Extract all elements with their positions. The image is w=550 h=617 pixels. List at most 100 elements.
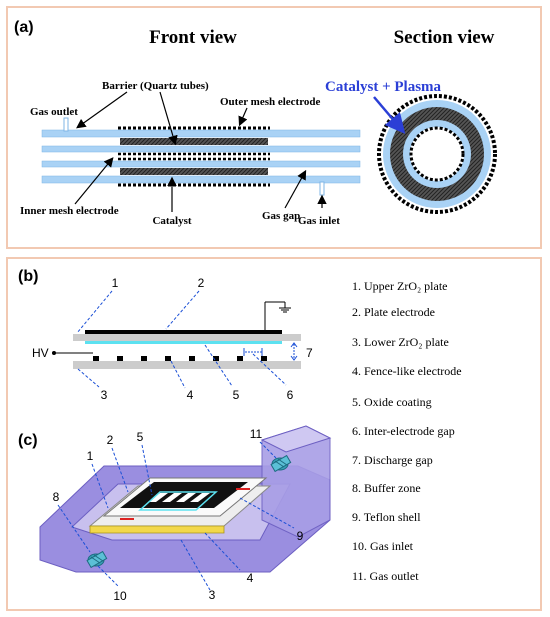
catalyst-band-top bbox=[120, 138, 268, 145]
plate-electrode bbox=[85, 330, 282, 334]
outer-tube-bottom-wall bbox=[41, 175, 361, 184]
oxide-coating bbox=[85, 341, 282, 344]
outer-tube-top-wall bbox=[41, 129, 361, 138]
leader-c-1 bbox=[91, 463, 109, 509]
fence-electrode-3d bbox=[176, 493, 196, 502]
lower-plate-edge bbox=[89, 525, 225, 534]
fence-electrode-3d bbox=[148, 493, 168, 502]
fence-electrode-3d bbox=[162, 493, 182, 502]
fence-electrode-3d bbox=[190, 493, 210, 502]
inner-mesh-arrow bbox=[74, 157, 114, 205]
gas-gap-arrow bbox=[284, 169, 307, 209]
callout-b-1: 1 bbox=[112, 276, 119, 290]
callout-b-4: 4 bbox=[187, 388, 194, 402]
inner-tube-top-wall bbox=[41, 145, 361, 153]
callout-c-5: 5 bbox=[137, 430, 144, 444]
gas-outlet-nozzle bbox=[63, 117, 69, 132]
legend-item-9: 9. Teflon shell bbox=[352, 510, 421, 524]
fence-electrode bbox=[261, 356, 267, 361]
callout-c-10: 10 bbox=[113, 589, 127, 603]
callout-b-2: 2 bbox=[198, 276, 205, 290]
outer-mesh-arrow bbox=[238, 107, 248, 127]
inner-mesh-label: Inner mesh electrode bbox=[20, 205, 119, 217]
section-view-title: Section view bbox=[394, 27, 495, 48]
callout-b-5: 5 bbox=[233, 388, 240, 402]
upper-zro2-plate bbox=[73, 334, 301, 341]
callout-c-2: 2 bbox=[107, 433, 114, 447]
gas-inlet-nozzle bbox=[319, 181, 325, 196]
callout-c-11: 11 bbox=[250, 427, 263, 441]
discharge-gap-arrow-down bbox=[290, 355, 298, 361]
oxide-coating-3d bbox=[138, 491, 218, 511]
teflon-shell-block-top bbox=[260, 425, 332, 453]
legend: 1. Upper ZrO₂ plate 2. Plate electrode 3… bbox=[352, 279, 462, 583]
front-view-tubes bbox=[41, 117, 361, 196]
front-view-title: Front view bbox=[149, 27, 237, 48]
gas-inlet-fitting bbox=[86, 550, 108, 569]
fence-electrode bbox=[141, 356, 147, 361]
leader-c-8 bbox=[57, 504, 91, 553]
leader-c-5 bbox=[141, 444, 153, 496]
leader-c-9 bbox=[239, 497, 295, 529]
panel-c-label: (c) bbox=[18, 432, 38, 449]
callout-c-3: 3 bbox=[209, 588, 216, 602]
legend-item-4: 4. Fence-like electrode bbox=[352, 364, 462, 378]
leader-c-4 bbox=[204, 532, 241, 571]
catalyst-label: Catalyst bbox=[152, 215, 191, 227]
legend-item-6: 6. Inter-electrode gap bbox=[352, 424, 455, 438]
callout-c-9: 9 bbox=[297, 529, 304, 543]
legend-item-8: 8. Buffer zone bbox=[352, 481, 421, 495]
fence-electrode bbox=[237, 356, 243, 361]
section-view bbox=[377, 94, 497, 214]
legend-item-1: 1. Upper ZrO₂ plate bbox=[352, 279, 447, 293]
panel-a-label: (a) bbox=[14, 19, 34, 36]
callout-b-3: 3 bbox=[101, 388, 108, 402]
legend-item-3: 3. Lower ZrO₂ plate bbox=[352, 335, 449, 349]
fence-electrode bbox=[213, 356, 219, 361]
callout-c-1: 1 bbox=[87, 449, 94, 463]
legend-item-5: 5. Oxide coating bbox=[352, 395, 432, 409]
gas-inlet-label: Gas inlet bbox=[298, 215, 340, 227]
fence-electrode bbox=[117, 356, 123, 361]
leader-b-6 bbox=[252, 353, 287, 386]
callout-c-5-4: 4 bbox=[247, 571, 254, 585]
hv-label: HV bbox=[32, 346, 49, 360]
barrier-arrow-1 bbox=[76, 91, 128, 129]
lower-zro2-plate bbox=[73, 361, 301, 369]
barrier-label: Barrier (Quartz tubes) bbox=[102, 80, 209, 92]
leader-b-1 bbox=[76, 290, 113, 334]
panel-b-label: (b) bbox=[18, 268, 38, 285]
panel-b-cross-section bbox=[52, 301, 301, 369]
gas-outlet-label: Gas outlet bbox=[30, 106, 78, 118]
section-inner-mesh bbox=[409, 126, 465, 182]
legend-item-10: 10. Gas inlet bbox=[352, 539, 414, 553]
leader-b-3 bbox=[77, 368, 100, 388]
catalyst-plasma-label: Catalyst + Plasma bbox=[325, 79, 442, 95]
leader-c-11 bbox=[259, 441, 277, 459]
gas-gap-label: Gas gap bbox=[262, 210, 300, 222]
inner-tube-bottom-wall bbox=[41, 160, 361, 168]
fence-electrode bbox=[165, 356, 171, 361]
legend-item-11: 11. Gas outlet bbox=[352, 569, 419, 583]
leader-c-2 bbox=[111, 447, 129, 493]
catalyst-band-bottom bbox=[120, 168, 268, 175]
callout-c-8: 8 bbox=[53, 490, 60, 504]
legend-item-2: 2. Plate electrode bbox=[352, 305, 435, 319]
leader-b-5 bbox=[204, 344, 233, 387]
hv-terminal bbox=[52, 351, 56, 355]
legend-item-7: 7. Discharge gap bbox=[352, 453, 433, 467]
outer-mesh-label: Outer mesh electrode bbox=[220, 96, 321, 108]
discharge-gap-arrow-up bbox=[290, 342, 298, 348]
section-gas-core bbox=[410, 127, 464, 181]
callout-b-7: 7 bbox=[306, 346, 313, 360]
leader-b-4 bbox=[170, 360, 186, 389]
barrier-arrow-2 bbox=[159, 91, 178, 146]
panel-c-reactor-3d bbox=[39, 425, 332, 573]
fence-electrode bbox=[93, 356, 99, 361]
gas-outlet-fitting bbox=[270, 454, 292, 473]
fence-electrode bbox=[189, 356, 195, 361]
leader-b-2 bbox=[165, 290, 200, 330]
catalyst-plasma-arrow bbox=[373, 96, 406, 134]
callout-b-6: 6 bbox=[287, 388, 294, 402]
